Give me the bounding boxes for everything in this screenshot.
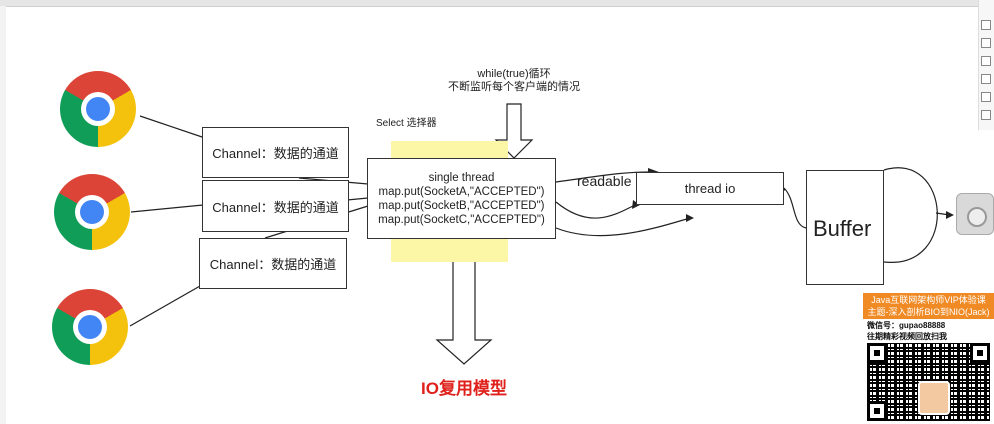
readable-label: readable	[577, 173, 632, 189]
client2-channel-link	[130, 204, 204, 213]
client3-channel-link	[129, 285, 201, 327]
window-top-bar	[0, 0, 994, 7]
loop-annotation-line2: 不断监听每个客户端的情况	[448, 81, 580, 93]
promo-wechat: 微信号：gupao88888	[867, 321, 946, 330]
edge-c	[555, 217, 691, 237]
avatar	[918, 381, 950, 415]
selector-label: Select 选择器	[376, 118, 437, 129]
channel-box-2-label: Channel：数据的通道	[212, 199, 339, 215]
channel2-selector-link	[346, 197, 369, 201]
chrome-icon	[60, 71, 136, 147]
toolbar-item-3[interactable]	[981, 56, 991, 66]
qr-finder-icon	[867, 401, 887, 421]
channel-box-1: Channel：数据的通道	[202, 127, 349, 178]
promo-line-1: Java互联网架构师VIP体验课	[871, 295, 986, 305]
edge-b	[555, 201, 636, 219]
selector-line-1: single thread	[428, 172, 495, 184]
chrome-icon	[52, 289, 128, 365]
channel-box-3: Channel：数据的通道	[199, 238, 347, 289]
toolbar-item-4[interactable]	[981, 74, 991, 84]
promo-header: Java互联网架构师VIP体验课 主题-深入剖析BIO到NIO(Jack)	[863, 293, 994, 319]
client1-channel-link	[139, 115, 206, 139]
channel-box-3-label: Channel：数据的通道	[209, 257, 337, 272]
left-scroll-strip	[0, 6, 6, 424]
selector-line-4: map.put(SocketC,"ACCEPTED")	[378, 214, 545, 226]
buffer-box	[806, 170, 884, 285]
toolbar-item-5[interactable]	[981, 92, 991, 102]
model-title: IO复用模型	[421, 379, 507, 398]
channel-box-1-label: Channel：数据的通道	[212, 146, 339, 161]
thread-io-box: thread io	[636, 172, 784, 205]
promo-line-2: 主题-深入剖析BIO到NIO(Jack)	[867, 307, 990, 317]
thread-io-label: thread io	[684, 181, 736, 196]
selector-line-2: map.put(SocketA,"ACCEPTED")	[378, 186, 545, 198]
loop-annotation: while(true)循环 不断监听每个客户端的情况	[443, 68, 585, 94]
channel-box-2: Channel：数据的通道	[202, 180, 349, 232]
selector-box: single thread map.put(SocketA,"ACCEPTED"…	[367, 158, 556, 239]
toolbar-item-1[interactable]	[981, 20, 991, 30]
qr-finder-icon	[970, 343, 990, 363]
qr-finder-icon	[867, 343, 887, 363]
loop-annotation-line1: while(true)循环	[477, 68, 551, 80]
toolbar-item-2[interactable]	[981, 38, 991, 48]
selector-line-3: map.put(SocketB,"ACCEPTED")	[378, 200, 545, 212]
toolbar-item-6[interactable]	[981, 110, 991, 120]
drive-icon	[956, 193, 994, 235]
promo-scan-hint: 往期精彩视频回放扫我	[867, 332, 947, 341]
threadio-buffer-link	[783, 187, 807, 229]
chrome-icon	[54, 174, 130, 250]
buffer-label: Buffer	[813, 216, 872, 241]
buffer-dome	[883, 167, 938, 263]
